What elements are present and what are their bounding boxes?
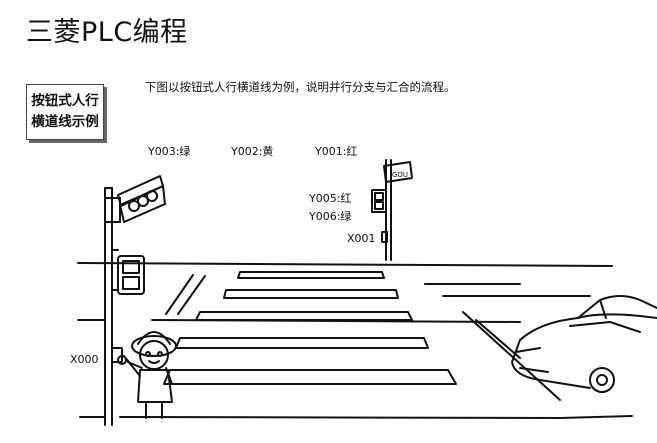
far-traffic-light-icon: GOU bbox=[371, 159, 413, 261]
page-title: 三菱PLC编程 bbox=[26, 17, 188, 48]
svg-text:GOU: GOU bbox=[392, 171, 408, 179]
label-x001: X001 bbox=[347, 232, 376, 245]
push-button-icon bbox=[111, 347, 123, 363]
road-lines bbox=[77, 262, 633, 419]
label-y002: Y002:黄 bbox=[231, 145, 274, 158]
traffic-light-icon bbox=[104, 175, 166, 426]
label-y006: Y006:绿 bbox=[309, 210, 352, 223]
intro-text: 下图以按钮式人行横道线为例，说明并行分支与汇合的流程。 bbox=[145, 80, 456, 94]
label-x000: X000 bbox=[70, 353, 99, 366]
label-y005: Y005:红 bbox=[309, 192, 352, 205]
pedestrian-signal-icon bbox=[111, 249, 145, 295]
label-y003: Y003:绿 bbox=[148, 145, 191, 158]
child-pedestrian-icon bbox=[117, 331, 177, 419]
caption-line-2: 横道线示例 bbox=[31, 114, 99, 130]
crosswalk-stripes bbox=[163, 271, 457, 385]
car-icon bbox=[511, 295, 657, 393]
caption-line-1: 按钮式人行 bbox=[31, 93, 99, 109]
label-y001: Y001:红 bbox=[315, 145, 358, 158]
example-caption-box: 按钮式人行 横道线示例 bbox=[26, 84, 104, 140]
